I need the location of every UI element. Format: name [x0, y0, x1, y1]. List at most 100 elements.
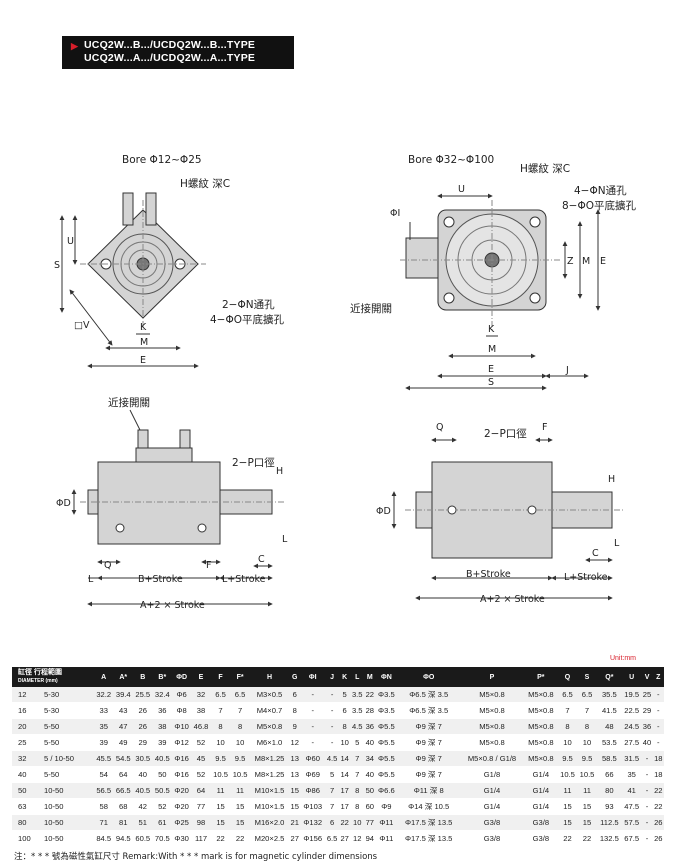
table-cell: 24.5 [621, 718, 642, 735]
header-col: ΦI [300, 667, 326, 687]
small-side-d-dim: ΦD [56, 498, 71, 509]
small-e-dim: E [140, 355, 146, 366]
large-side-total-dim: A+2 × Stroke [480, 594, 545, 605]
table-cell: 66.5 [113, 782, 133, 799]
table-cell: Φ9 深 7 [397, 750, 461, 767]
title-line-1: UCQ2W...B.../UCDQ2W...B...TYPE [84, 39, 256, 51]
table-cell: 46.8 [191, 718, 211, 735]
large-side-lstroke-dim: L+Stroke [564, 572, 608, 583]
large-side-l-dim: L [614, 538, 620, 549]
table-cell: Φ3.5 [375, 702, 398, 719]
table-cell: G3/8 [460, 830, 524, 847]
table-cell: M8×1.25 [249, 750, 290, 767]
header-col: S [577, 667, 597, 687]
table-cell: 15 [289, 798, 301, 815]
title-line-2: UCQ2W...A.../UCDQ2W...A...TYPE [84, 52, 256, 64]
table-cell: 9.5 [557, 750, 578, 767]
table-cell: 36 [641, 718, 653, 735]
table-cell: Φ10 [172, 718, 192, 735]
table-cell: 15 [230, 798, 250, 815]
table-cell: - [300, 734, 326, 751]
table-cell: G3/8 [523, 814, 558, 831]
table-cell: - [300, 702, 326, 719]
table-cell: 48 [596, 718, 622, 735]
table-cell: 29 [641, 702, 653, 719]
large-side-q-dim: Q [436, 422, 443, 433]
table-cell: 8 [339, 718, 351, 735]
table-cell: 49 [113, 734, 133, 751]
table-cell: 27 [289, 830, 301, 847]
table-cell: 10.5 [577, 766, 597, 783]
table-cell: - [641, 782, 653, 799]
table-cell: Φ11 [375, 814, 398, 831]
table-cell: 17 [339, 798, 351, 815]
table-cell: 50 [152, 766, 173, 783]
large-side-c-dim: C [592, 548, 599, 559]
table-cell: 39 [152, 734, 173, 751]
table-cell: 18 [652, 750, 664, 767]
table-cell: - [641, 814, 653, 831]
table-cell: 57.5 [621, 814, 642, 831]
table-cell: Φ5.5 [375, 718, 398, 735]
header-col: V [641, 667, 653, 687]
table-cell: - [325, 734, 340, 751]
large-side-f-dim: F [542, 422, 547, 433]
large-bore-top-view: Bore Φ32~Φ100 H螺紋 深C 4−ΦN通孔 8−ΦO平底擴孔 U Φ… [350, 154, 637, 391]
header-col: Q* [596, 667, 622, 687]
table-cell: 6.5 [210, 687, 231, 703]
table-cell: M5×0.8 [460, 687, 524, 703]
table-cell: - [652, 718, 664, 735]
table-cell: Φ9 深 7 [397, 766, 461, 783]
large-e2-dim: E [488, 364, 494, 375]
table-cell: Φ6 [172, 687, 192, 703]
table-cell: 41 [621, 782, 642, 799]
table-cell: 41.5 [596, 702, 622, 719]
table-cell: 15 [557, 798, 578, 815]
table-cell: Φ14 深 10.5 [397, 798, 461, 815]
small-side-c-dim: C [258, 554, 265, 565]
header-col: H [249, 667, 290, 687]
table-cell: 52 [152, 798, 173, 815]
series-title-box: ▶ UCQ2W...B.../UCDQ2W...B...TYPE UCQ2W..… [62, 36, 294, 69]
header-diameter: 缸徑 行程範圍 DIAMETER (mm) [12, 667, 94, 687]
table-cell: M10×1.5 [249, 782, 290, 799]
header-col: ΦD [172, 667, 192, 687]
header-col: L [350, 667, 365, 687]
table-cell: 45 [191, 750, 211, 767]
small-side-f-dim: F [206, 560, 211, 571]
table-cell: Φ6.5 深 3.5 [397, 687, 461, 703]
table-cell: 22.5 [621, 702, 642, 719]
table-cell: 10 [577, 734, 597, 751]
small-s-dim: S [54, 260, 60, 271]
table-cell: 6.5 [577, 687, 597, 703]
table-cell: 36 [152, 702, 173, 719]
table-cell: 5 [325, 766, 340, 783]
large-j-dim: J [565, 365, 569, 376]
table-cell: - [325, 702, 340, 719]
table-cell: 7 [325, 798, 340, 815]
table-cell: Φ20 [172, 798, 192, 815]
table-cell: 11 [577, 782, 597, 799]
table-cell: 8 [350, 782, 365, 799]
arrow-icon: ▶ [71, 41, 79, 51]
table-cell: M3×0.5 [249, 687, 290, 703]
table-cell: - [300, 718, 326, 735]
table-cell: G1/4 [460, 798, 524, 815]
table-cell: 70.5 [152, 830, 173, 847]
table-cell: 7 [577, 702, 597, 719]
small-side-total-dim: A+2 × Stroke [140, 600, 205, 611]
header-col: K [339, 667, 351, 687]
large-side-h-dim: H [608, 474, 615, 485]
table-cell: 66 [596, 766, 622, 783]
table-cell: 22 [230, 830, 250, 847]
table-cell: M5×0.8 [523, 750, 558, 767]
table-cell: 8 [577, 718, 597, 735]
table-cell: 15 [577, 814, 597, 831]
table-cell: G3/8 [460, 814, 524, 831]
table-cell: Φ12 [172, 734, 192, 751]
table-cell: 77 [191, 798, 211, 815]
technical-drawings: Bore Φ12~Φ25 H螺紋 深C U S □V K M E 2−ΦN通孔 … [54, 154, 637, 611]
